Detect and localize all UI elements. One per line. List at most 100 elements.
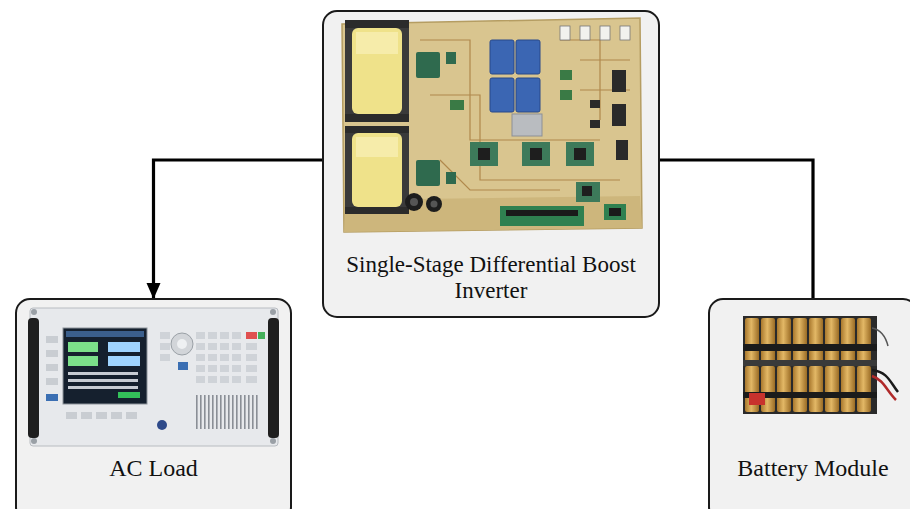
battery-photo [743, 316, 898, 414]
panel-grounds-part [709, 299, 910, 509]
ac-load-photo-part [66, 412, 137, 419]
pcb-photo-part-part [612, 70, 626, 92]
ac-load-photo-part-part [220, 354, 229, 361]
ac-load-photo-part-part [252, 395, 254, 429]
pcb-photo-part-part [600, 26, 610, 40]
pcb-photo-part [590, 70, 628, 160]
ac-load-box: AC Load [15, 298, 292, 509]
ac-load-photo-part-part [46, 336, 58, 343]
ac-load-photo-part [108, 342, 140, 366]
ac-load-photo-part-part [160, 332, 170, 339]
pcb-photo-part-part [560, 90, 572, 100]
pcb-photo-part [426, 196, 442, 212]
pcb-photo-part-part [516, 40, 540, 74]
ac-load-photo-part [31, 309, 37, 315]
ac-load-photo-part-part [208, 376, 217, 383]
pcb-photo-part [345, 20, 409, 214]
battery-box: Battery Module [708, 298, 910, 509]
ac-load-photo-part-part [232, 365, 241, 372]
pcb-photo-part-part [345, 207, 409, 214]
ac-load-photo-part [270, 309, 276, 315]
battery-photo-part-part [793, 366, 807, 412]
battery-photo-part-part [777, 366, 791, 412]
ac-load-photo-part-part [68, 379, 138, 382]
ac-load-photo-part [196, 395, 258, 429]
ac-load-photo-part [270, 438, 276, 444]
pcb-photo-part-part [446, 52, 456, 64]
pcb-photo-part-part [590, 100, 600, 108]
ac-load-photo-part-part [196, 395, 198, 429]
pcb-photo-part-part [478, 148, 490, 160]
ac-load-photo-part-part [108, 356, 140, 366]
battery-photo-part [743, 316, 877, 414]
ac-load-photo-part-part [111, 412, 122, 419]
battery-photo-part-part [745, 318, 759, 362]
ac-load-photo-part [160, 332, 257, 383]
pcb-photo-part-part [580, 59, 630, 60]
pcb-photo-part [416, 52, 456, 186]
ac-load-photo-part-part [212, 395, 214, 429]
ac-load-photo-part [157, 420, 167, 430]
pcb-photo-part-part [345, 20, 409, 122]
pcb-photo-part-part [416, 160, 440, 186]
ac-load-photo-part-part [228, 395, 230, 429]
pcb-photo-part [512, 114, 542, 136]
ac-load-photo-part-part [160, 354, 170, 361]
battery-photo-part [743, 360, 877, 366]
panel-grounds-part [323, 11, 659, 317]
battery-photo-part [872, 370, 898, 392]
ac-load-photo-part [31, 438, 37, 444]
pcb-photo-part-part [450, 100, 464, 110]
ac-load-photo-part [246, 332, 257, 339]
battery-photo-part-part [857, 318, 871, 362]
ac-load-photo-part-part [208, 343, 217, 350]
ac-load-photo-part [68, 372, 138, 389]
pcb-photo-part-part [560, 26, 570, 40]
ac-load-photo-part-part [46, 350, 58, 357]
ac-load-photo-part-part [220, 332, 229, 339]
ac-load-photo-part-part [46, 378, 58, 385]
ac-load-photo-part-part [232, 343, 241, 350]
ac-load-photo-part-part [68, 342, 98, 352]
ac-load-photo-part-part [220, 395, 222, 429]
ac-load-photo-part [46, 394, 58, 401]
ac-load-photo-part-part [216, 395, 218, 429]
pcb-photo-part [506, 210, 578, 216]
battery-photo-part-part [841, 318, 855, 362]
ac-load-photo-part-part [208, 332, 217, 339]
ac-load-photo-part-part [108, 342, 140, 352]
battery-photo-part-part [809, 366, 823, 412]
pcb-photo-part [560, 26, 630, 40]
ac-load-photo-part-part [248, 395, 250, 429]
ac-load-photo-part-part [246, 354, 257, 361]
ac-load-photo-part [63, 328, 147, 404]
ac-load-photo-part-part [81, 412, 92, 419]
pcb-photo-part [609, 208, 621, 216]
battery-photo-part [749, 393, 765, 405]
battery-photo-part [872, 328, 888, 346]
ac-load-photo-part-part [232, 354, 241, 361]
pcb-photo-part [431, 201, 438, 208]
pcb-photo-part [490, 40, 540, 112]
battery-photo-part [743, 344, 877, 351]
inverter-box: Single-Stage Differential Boost Inverter [322, 10, 660, 318]
ac-load-photo-part [68, 342, 98, 366]
battery-photo-part-part [825, 366, 839, 412]
ac-load-photo-part [66, 331, 144, 337]
ac-load-photo-part-part [126, 412, 137, 419]
ac-load-photo-part-part [68, 356, 98, 366]
pcb-photo [342, 18, 642, 232]
pcb-photo-part-part [352, 133, 402, 207]
node-label: Battery Module [737, 455, 888, 483]
ac-load-photo-part-part [208, 395, 210, 429]
ac-load-photo-part-part [244, 395, 246, 429]
pcb-photo-part [410, 198, 418, 206]
pcb-photo-part-part [490, 40, 514, 74]
ac-load-photo-part [258, 332, 265, 339]
pcb-photo-part [470, 142, 600, 202]
pcb-photo-part [450, 70, 572, 110]
pcb-photo-part-part [356, 32, 398, 54]
ac-load-photo-part-part [196, 365, 205, 372]
pcb-photo-part-part [416, 52, 440, 78]
